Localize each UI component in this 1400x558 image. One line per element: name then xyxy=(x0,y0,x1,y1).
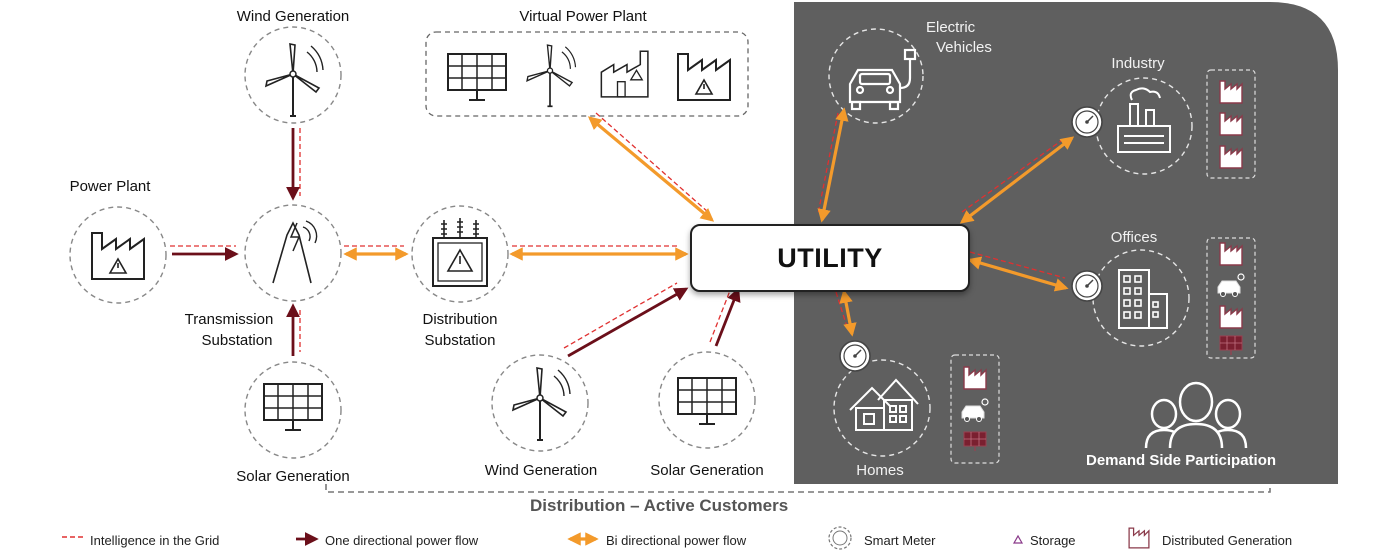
label-solar-generation-bottom: Solar Generation xyxy=(650,462,764,479)
industry-icon xyxy=(1117,87,1171,153)
legend-distributed-generation-icon xyxy=(1128,527,1150,549)
virtual-power-plant-box xyxy=(425,31,749,117)
label-electric-vehicles-2: Vehicles xyxy=(936,39,992,56)
distributed-resources-homes xyxy=(950,354,1000,464)
label-transmission-2: Substation xyxy=(201,332,273,349)
label-distribution-active-customers: Distribution – Active Customers xyxy=(520,496,799,516)
legend-storage-icon xyxy=(1012,534,1024,544)
label-solar-generation-left: Solar Generation xyxy=(236,468,350,485)
smart-meter-icon xyxy=(839,340,871,372)
legend-intelligence: Intelligence in the Grid xyxy=(90,533,220,548)
label-power-plant: Power Plant xyxy=(69,178,151,195)
office-building-icon xyxy=(1118,269,1168,329)
label-demand-side-participation: Demand Side Participation xyxy=(1086,452,1277,469)
label-distribution-2: Substation xyxy=(424,332,496,349)
label-electric-vehicles-1: Electric xyxy=(926,19,976,36)
people-icon xyxy=(1144,381,1248,449)
label-wind-generation-top: Wind Generation xyxy=(236,8,350,25)
house-icon xyxy=(849,378,919,431)
label-industry: Industry xyxy=(1111,55,1165,72)
label-wind-generation-bottom: Wind Generation xyxy=(484,462,598,479)
legend-storage: Storage xyxy=(1030,533,1076,548)
label-virtual-power-plant: Virtual Power Plant xyxy=(519,8,647,25)
smart-meter-icon xyxy=(1071,270,1103,302)
legend-smart-meter: Smart Meter xyxy=(864,533,936,548)
legend-bi-directional: Bi directional power flow xyxy=(606,533,747,548)
transformer-icon xyxy=(432,218,488,287)
node-circles xyxy=(69,26,756,459)
label-distribution-1: Distribution xyxy=(422,311,498,328)
legend-one-directional: One directional power flow xyxy=(325,533,479,548)
label-transmission-1: Transmission xyxy=(184,311,274,328)
transmission-tower-icon xyxy=(272,220,318,284)
label-offices: Offices xyxy=(1110,229,1158,246)
distribution-bracket xyxy=(325,484,1271,493)
legend-distributed-generation: Distributed Generation xyxy=(1162,533,1293,548)
smart-meter-icon xyxy=(1071,106,1103,138)
factory-icon xyxy=(677,53,731,101)
legend-smart-meter-icon xyxy=(828,526,852,550)
factory-icon xyxy=(600,50,649,98)
utility-box: UTILITY xyxy=(690,224,970,292)
one-directional-flows xyxy=(172,128,741,358)
distributed-resources-industry xyxy=(1206,69,1256,179)
bi-directional-flows xyxy=(343,107,1075,337)
electric-car-icon xyxy=(848,48,917,111)
label-homes: Homes xyxy=(856,462,904,479)
wind-turbine-icon xyxy=(526,44,577,108)
solar-panel-icon xyxy=(447,53,507,101)
distributed-resources-offices xyxy=(1206,237,1256,359)
active-customers-panel xyxy=(794,2,1338,484)
